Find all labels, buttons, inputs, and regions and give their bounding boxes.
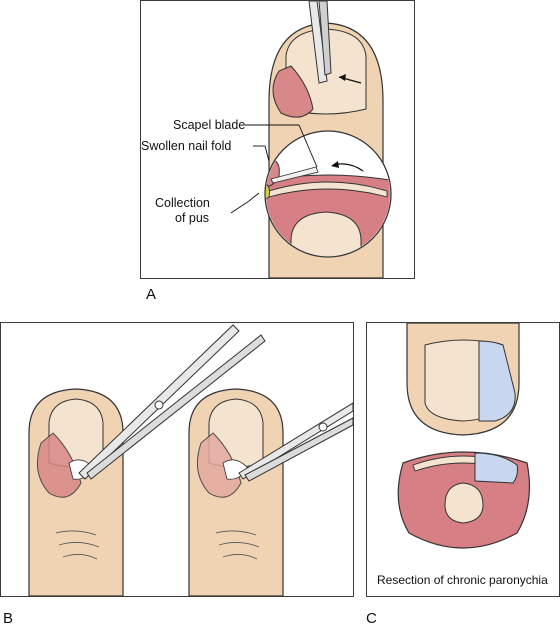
scalpel-blade-section <box>270 166 319 184</box>
pus-collection <box>266 182 270 200</box>
nail-section <box>268 181 388 198</box>
scalpel-handle-a <box>308 1 328 84</box>
label-scalpel-blade: Scapel blade <box>173 118 245 132</box>
panel-letter-c: C <box>366 610 377 627</box>
label-collection: Collection <box>155 196 210 210</box>
swollen-fold-a <box>272 65 314 118</box>
panel-b-illustration <box>28 324 353 596</box>
resected-region-section <box>474 452 518 484</box>
panel-a-illustration: Scapel blade Swollen nail fold Collectio… <box>141 1 392 278</box>
panel-c: Resection of chronic paronychia <box>366 322 560 597</box>
panel-c-illustration <box>397 323 531 549</box>
caption-panel-c: Resection of chronic paronychia <box>377 573 548 587</box>
inflamed-fold-right <box>196 432 242 498</box>
panel-letter-b: B <box>3 610 14 627</box>
label-swollen-nail-fold: Swollen nail fold <box>141 139 231 153</box>
panel-letter-a: A <box>146 286 157 303</box>
panel-a: Scapel blade Swollen nail fold Collectio… <box>140 0 415 279</box>
panel-b <box>0 322 354 597</box>
resected-region-top <box>478 340 516 422</box>
inflamed-fold-left <box>36 432 82 498</box>
bone-section-c <box>444 482 484 524</box>
label-of-pus: of pus <box>175 211 209 225</box>
bone-section <box>290 211 362 256</box>
forceps-right <box>238 402 353 480</box>
